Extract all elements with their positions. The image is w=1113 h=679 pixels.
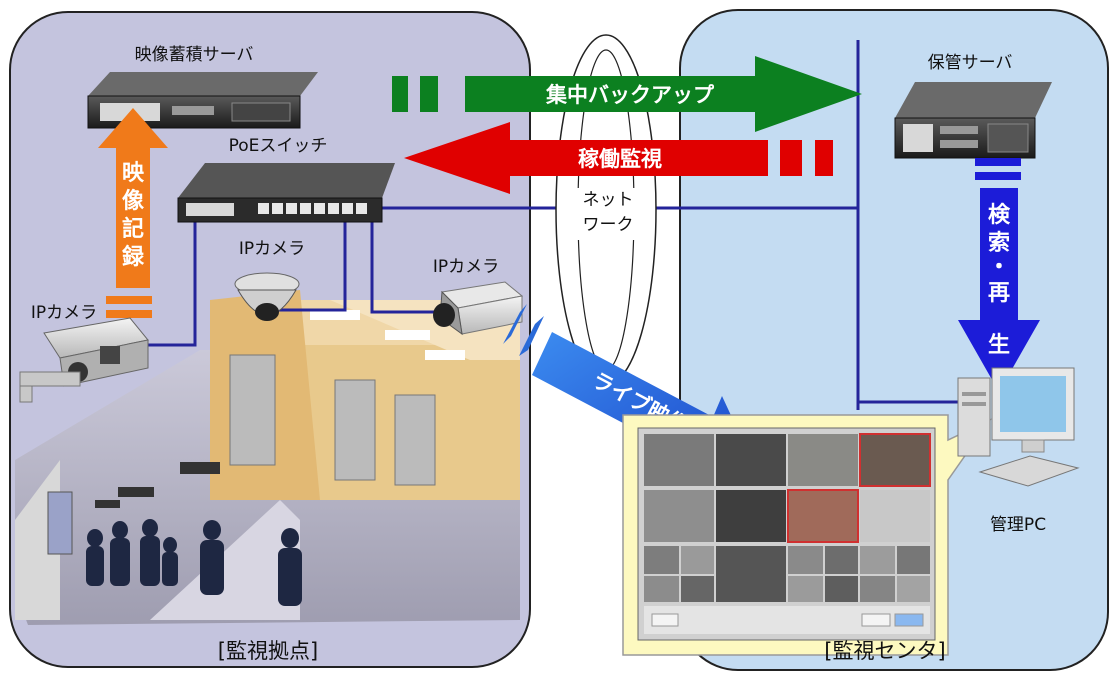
poe-switch-label: PoEスイッチ (229, 136, 328, 156)
ip-camera-left-label: IPカメラ (31, 303, 97, 323)
poe-switch-icon (177, 163, 395, 223)
video-wall (644, 433, 931, 634)
search-arrow (958, 158, 1040, 392)
monitor-callout (622, 414, 993, 656)
archive-server-label: 保管サーバ (928, 53, 1013, 73)
ip-camera-dome-icon (234, 272, 300, 321)
admin-pc-label: 管理PC (990, 515, 1046, 535)
record-arrow-label-4: 録 (122, 244, 145, 270)
monitoring-arrow-label: 稼働監視 (578, 147, 662, 171)
ip-camera-left-icon (19, 317, 149, 403)
search-arrow-label-3: ・ (988, 255, 1010, 280)
network-label-line1: ネット (583, 190, 634, 210)
backup-arrow (392, 56, 862, 132)
backup-arrow-label: 集中バックアップ (545, 83, 715, 107)
search-arrow-label-4: 再 (988, 281, 1010, 306)
record-arrow-label-3: 記 (122, 216, 144, 242)
storage-server-icon (87, 72, 318, 129)
search-arrow-label-5: 生 (988, 333, 1010, 358)
network-label-line2: ワーク (583, 215, 634, 235)
ip-camera-right-label: IPカメラ (433, 257, 499, 277)
site-region-label: [監視拠点] (218, 639, 318, 663)
admin-pc-icon (957, 367, 1080, 487)
search-arrow-label-2: 索 (988, 231, 1010, 256)
record-arrow-label-1: 映 (122, 161, 145, 186)
record-arrow-label-2: 像 (122, 188, 145, 214)
ip-camera-right-icon (433, 281, 524, 336)
storage-server-label: 映像蓄積サーバ (135, 45, 254, 65)
monitoring-arrow (404, 122, 833, 194)
ip-camera-dome-label: IPカメラ (239, 239, 305, 259)
station-scene (15, 290, 520, 625)
center-region-label: [監視センタ] (824, 639, 945, 663)
record-arrow (98, 108, 168, 318)
archive-server-icon (894, 82, 1052, 159)
network-ellipse (555, 34, 657, 386)
search-arrow-label-1: 検 (988, 203, 1011, 228)
